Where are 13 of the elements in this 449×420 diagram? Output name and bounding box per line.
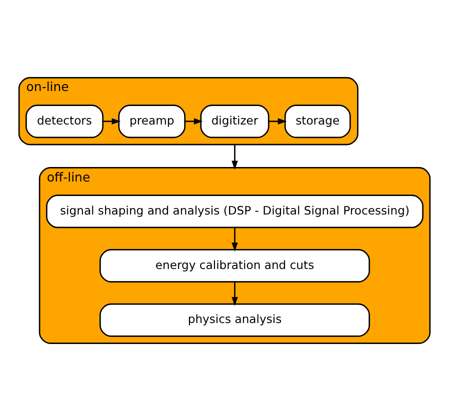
- node-box: physics analysis: [100, 302, 370, 336]
- arrow: [103, 118, 121, 124]
- node-box: energy calibration and cuts: [100, 248, 370, 282]
- node-box: digitizer: [200, 104, 270, 138]
- arrow: [268, 118, 287, 124]
- node-box: storage: [284, 104, 351, 138]
- node-box: detectors: [26, 104, 104, 138]
- arrow: [232, 281, 238, 306]
- arrow: [232, 144, 238, 170]
- arrow: [184, 118, 203, 124]
- node-box: preamp: [118, 104, 186, 138]
- arrow: [232, 227, 238, 252]
- node-box: signal shaping and analysis (DSP - Digital Signal Processing): [46, 194, 424, 228]
